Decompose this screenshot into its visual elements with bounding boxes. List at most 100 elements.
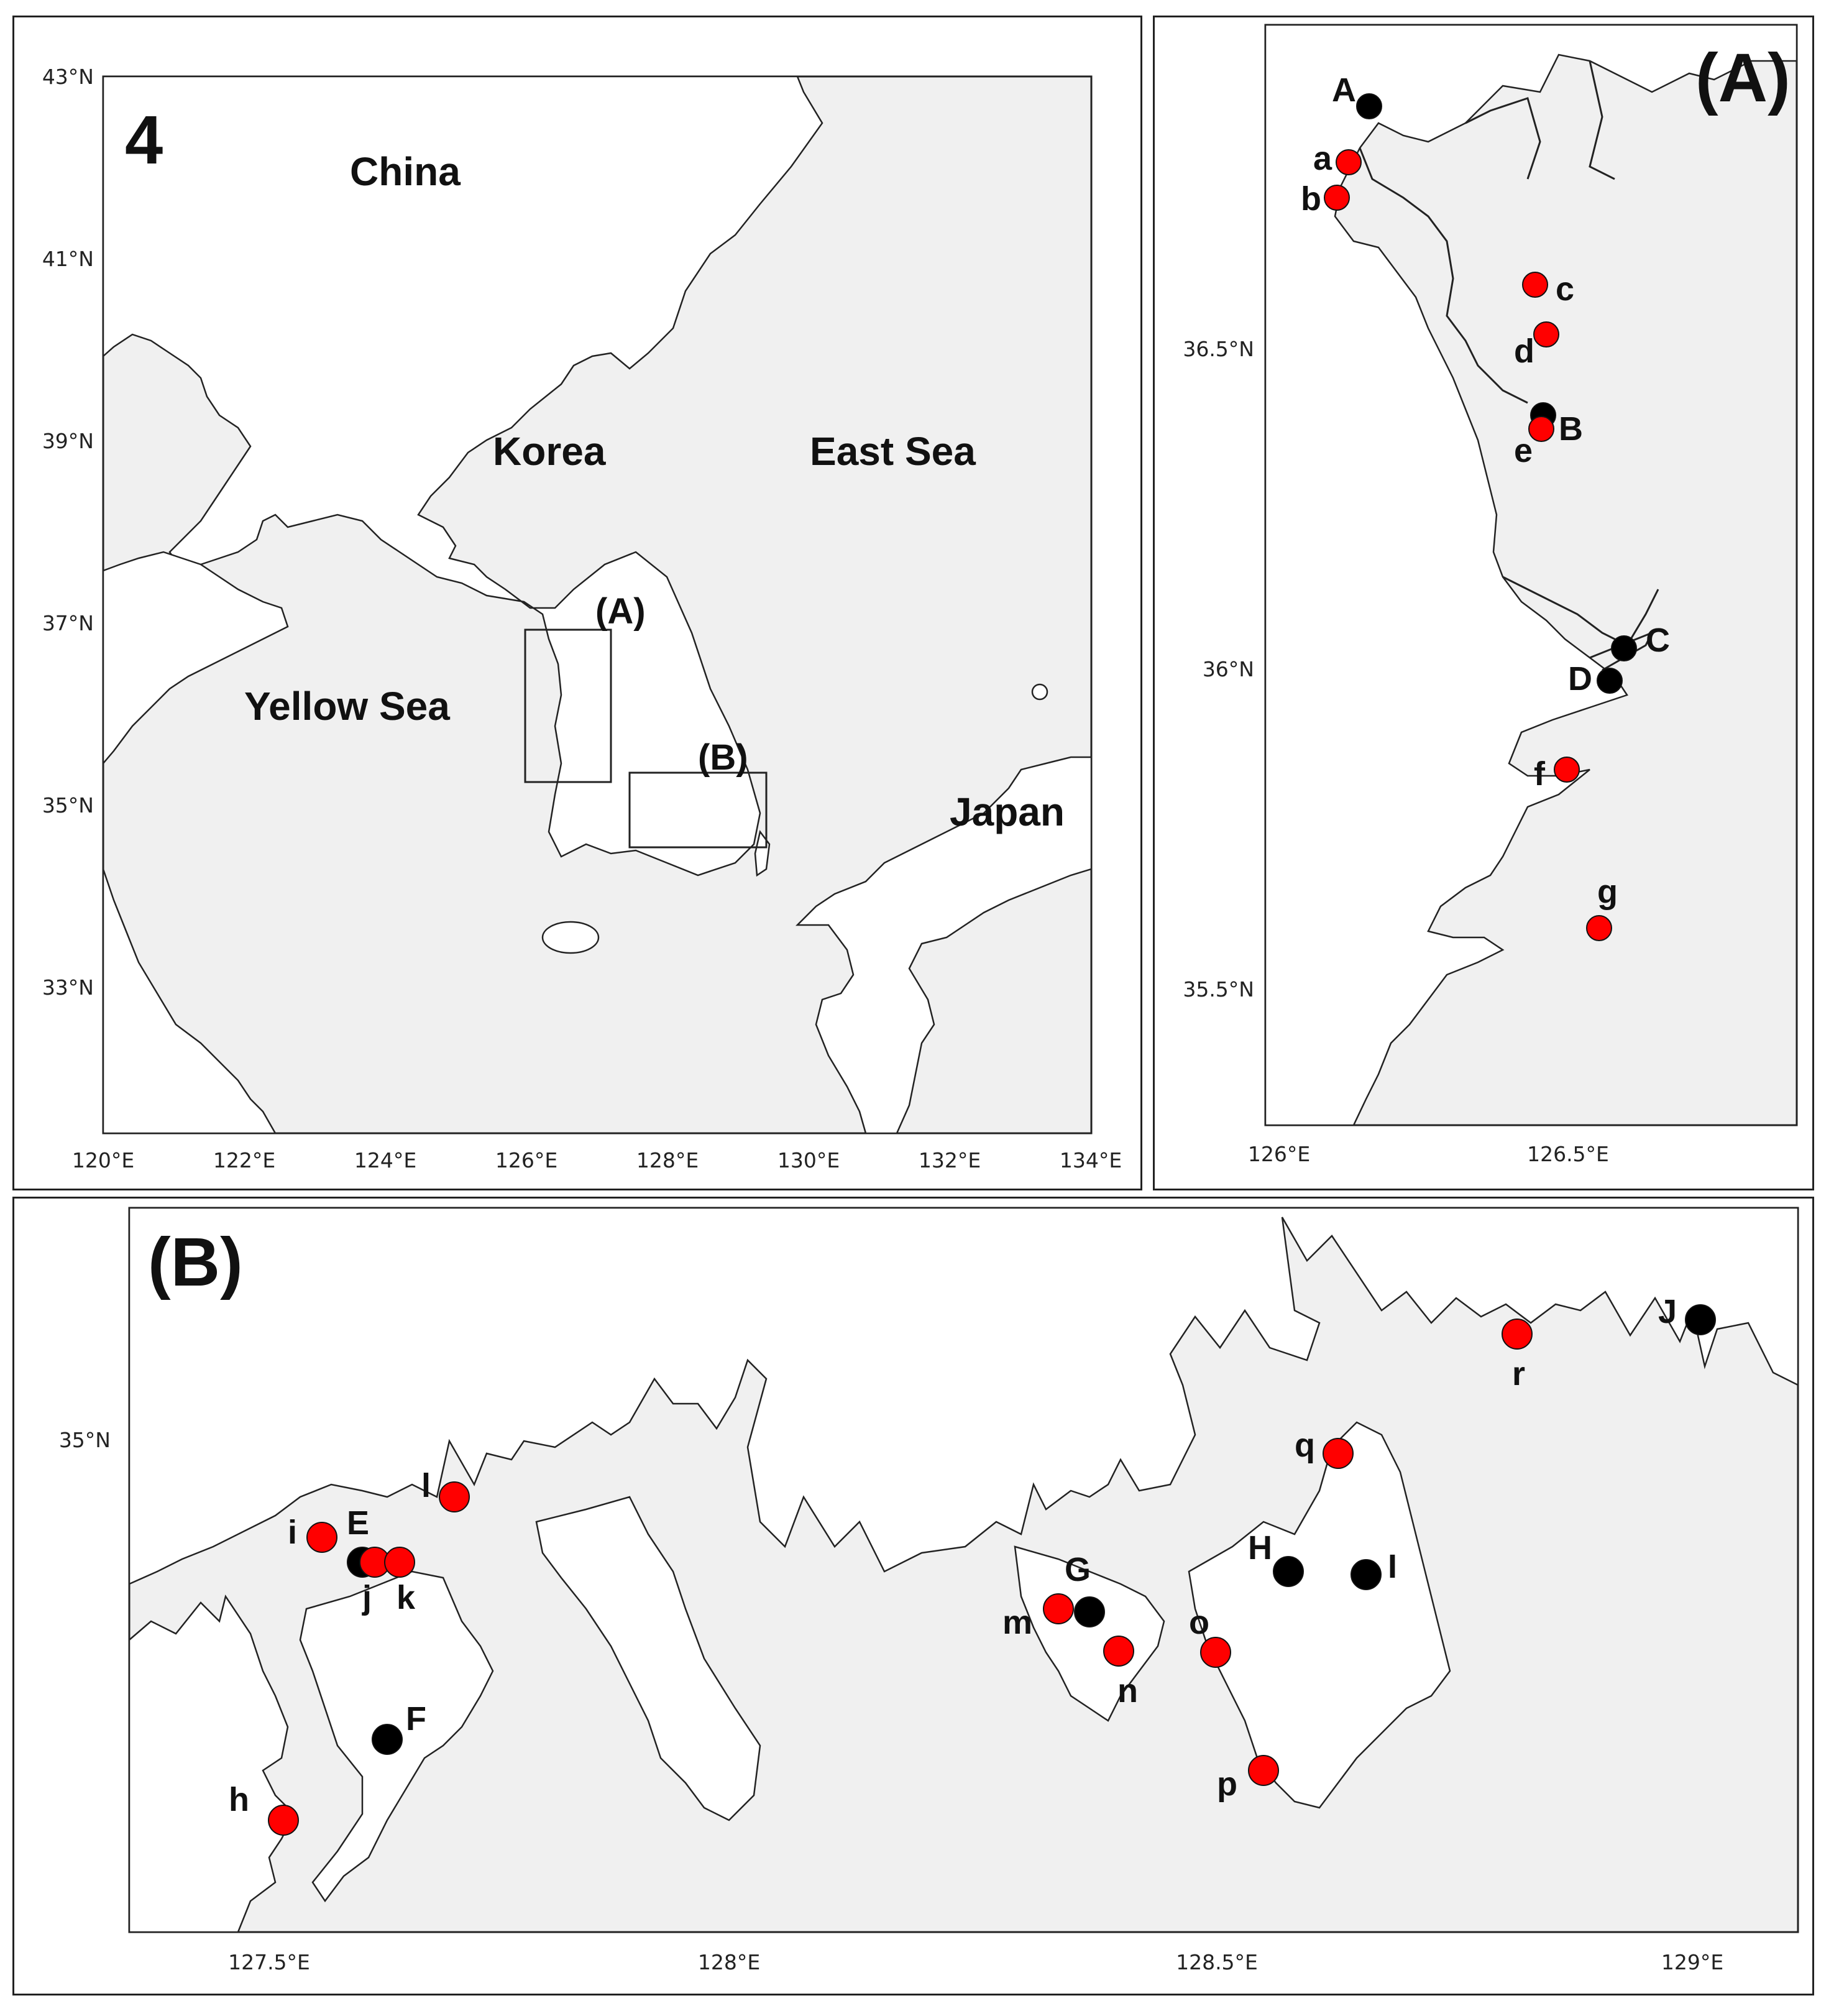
site-n bbox=[1103, 1636, 1134, 1667]
site-label-b: b bbox=[1301, 180, 1321, 218]
lon-tick: 126°E bbox=[1248, 1142, 1310, 1166]
site-p bbox=[1248, 1755, 1279, 1786]
lon-tick: 124°E bbox=[354, 1148, 416, 1172]
lon-tick: 132°E bbox=[919, 1148, 981, 1172]
site-h bbox=[268, 1805, 299, 1836]
site-label-F: F bbox=[406, 1700, 426, 1738]
site-o bbox=[1200, 1637, 1231, 1668]
site-d bbox=[1533, 321, 1559, 348]
site-J bbox=[1685, 1304, 1716, 1335]
site-label-I: I bbox=[1388, 1548, 1397, 1585]
inset-b-land-west bbox=[128, 1207, 1799, 1585]
label-east-sea: East Sea bbox=[810, 429, 976, 474]
china-east-land bbox=[102, 551, 289, 766]
lat-tick: 36°N bbox=[1203, 657, 1254, 681]
inset-panel-b: (B) E i j k l F h G m n o H bbox=[12, 1197, 1814, 1995]
inset-b-svg: (B) E i j k l F h G m n o H bbox=[59, 1207, 1799, 1974]
lat-tick: 36.5°N bbox=[1183, 337, 1254, 361]
site-label-m: m bbox=[1002, 1604, 1032, 1641]
main-map-svg: (A) (B) 4 China Korea East Sea Yellow Se… bbox=[42, 65, 1122, 1172]
lat-tick: 39°N bbox=[42, 429, 94, 453]
site-c bbox=[1522, 272, 1548, 298]
lon-tick: 122°E bbox=[213, 1148, 275, 1172]
site-D bbox=[1597, 668, 1623, 694]
jeju-island bbox=[541, 921, 600, 954]
site-f bbox=[1554, 757, 1580, 783]
lon-tick: 120°E bbox=[72, 1148, 134, 1172]
lat-tick: 35.5°N bbox=[1183, 977, 1254, 1001]
site-label-c: c bbox=[1556, 270, 1574, 308]
inset-panel-a: (A) A a b c d B e C D f g 36.5° bbox=[1153, 16, 1814, 1190]
site-G bbox=[1074, 1596, 1105, 1627]
site-label-i: i bbox=[288, 1514, 297, 1551]
lon-tick: 130°E bbox=[777, 1148, 840, 1172]
site-label-r: r bbox=[1512, 1355, 1525, 1392]
lat-tick: 33°N bbox=[42, 975, 94, 1000]
japan-land bbox=[795, 756, 1093, 1135]
box-label-a: (A) bbox=[595, 591, 646, 632]
site-l bbox=[439, 1481, 470, 1512]
site-label-J: J bbox=[1658, 1293, 1677, 1330]
site-label-D: D bbox=[1568, 660, 1592, 697]
site-q bbox=[1323, 1438, 1354, 1469]
main-map-panel: (A) (B) 4 China Korea East Sea Yellow Se… bbox=[12, 16, 1142, 1190]
lon-tick: 128°E bbox=[698, 1950, 760, 1974]
site-label-q: q bbox=[1295, 1427, 1315, 1464]
site-A bbox=[1356, 93, 1382, 119]
inset-b-sites: E i j k l F h G m n o H I p bbox=[229, 1293, 1716, 1836]
site-H bbox=[1273, 1556, 1304, 1587]
study-box-a bbox=[524, 628, 612, 783]
site-label-f: f bbox=[1534, 755, 1546, 793]
label-korea: Korea bbox=[493, 429, 606, 474]
china-south-land bbox=[102, 868, 277, 1135]
china-korea-land bbox=[102, 75, 823, 877]
lon-tick: 134°E bbox=[1060, 1148, 1122, 1172]
inset-b-island-east bbox=[1188, 1421, 1451, 1809]
label-china: China bbox=[350, 149, 461, 194]
site-C bbox=[1611, 635, 1637, 661]
site-g bbox=[1586, 915, 1612, 941]
site-label-d: d bbox=[1514, 333, 1534, 370]
site-label-l: l bbox=[421, 1467, 431, 1504]
inset-a-coast-detail bbox=[1359, 60, 1659, 671]
site-e bbox=[1528, 416, 1554, 442]
inset-b-island-west bbox=[128, 1594, 295, 1933]
site-label-k: k bbox=[397, 1579, 416, 1616]
lon-tick: 128.5°E bbox=[1176, 1950, 1258, 1974]
lon-tick: 127.5°E bbox=[228, 1950, 310, 1974]
site-k bbox=[384, 1547, 415, 1578]
label-yellow-sea: Yellow Sea bbox=[244, 684, 450, 729]
study-box-b bbox=[628, 771, 768, 849]
site-label-o: o bbox=[1189, 1604, 1209, 1641]
site-label-B: B bbox=[1559, 410, 1583, 448]
site-label-e: e bbox=[1514, 432, 1533, 469]
site-I bbox=[1351, 1559, 1382, 1590]
lat-tick: 37°N bbox=[42, 611, 94, 635]
inset-a-title: (A) bbox=[1695, 40, 1791, 116]
box-label-b: (B) bbox=[698, 737, 748, 778]
inset-b-island-centre bbox=[535, 1496, 761, 1821]
site-label-n: n bbox=[1117, 1672, 1138, 1710]
panel-number: 4 bbox=[125, 102, 163, 178]
inset-a-land bbox=[1264, 24, 1798, 1126]
lon-tick: 129°E bbox=[1661, 1950, 1723, 1974]
site-m bbox=[1043, 1593, 1074, 1624]
site-label-a: a bbox=[1313, 140, 1332, 177]
lat-tick: 35°N bbox=[59, 1428, 111, 1452]
inset-a-svg: (A) A a b c d B e C D f g 36.5° bbox=[1183, 24, 1798, 1166]
lon-tick: 126.5°E bbox=[1527, 1142, 1609, 1166]
site-label-p: p bbox=[1217, 1765, 1237, 1803]
site-F bbox=[372, 1724, 403, 1755]
site-label-H: H bbox=[1248, 1529, 1272, 1567]
site-label-h: h bbox=[229, 1781, 249, 1818]
site-i bbox=[306, 1522, 337, 1553]
inset-a-sites: A a b c d B e C D f g bbox=[1301, 71, 1670, 941]
site-label-C: C bbox=[1646, 622, 1670, 659]
site-r bbox=[1502, 1319, 1533, 1350]
site-label-A: A bbox=[1332, 71, 1356, 109]
site-label-G: G bbox=[1065, 1551, 1091, 1588]
lon-tick: 126°E bbox=[495, 1148, 557, 1172]
site-label-g: g bbox=[1597, 873, 1618, 911]
lon-tick: 128°E bbox=[636, 1148, 699, 1172]
lat-tick: 35°N bbox=[42, 793, 94, 817]
